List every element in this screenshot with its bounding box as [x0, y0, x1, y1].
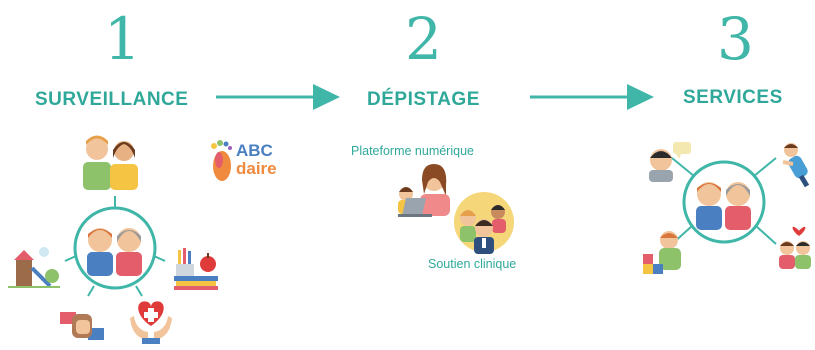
heart-hands-icon	[130, 301, 172, 344]
playground-icon	[8, 247, 60, 288]
books-icon	[174, 248, 218, 290]
step-3-number: 3	[717, 5, 754, 73]
footprint-icon	[211, 140, 232, 181]
parents-icon	[83, 135, 138, 190]
speech-child-icon	[649, 142, 691, 182]
handshake-icon	[60, 312, 104, 340]
blocks-child-icon	[643, 231, 681, 274]
cartwheel-child-icon	[782, 143, 810, 188]
clinical-label: Soutien clinique	[428, 257, 517, 271]
laptop-mother-icon	[398, 164, 450, 217]
step-2-number: 2	[405, 5, 442, 73]
step-2-title: DÉPISTAGE	[367, 89, 480, 110]
arrow-1-icon	[216, 84, 340, 110]
platform-label: Plateforme numérique	[351, 144, 474, 158]
clinician-team-icon	[454, 192, 514, 254]
group-children-icon	[779, 226, 811, 269]
step-3-title: SERVICES	[683, 87, 783, 108]
logo-line-1: ABC	[236, 141, 273, 160]
family-circle-icon	[64, 196, 166, 297]
group-children-circle-icon	[671, 157, 777, 245]
arrow-2-icon	[530, 84, 654, 110]
step-1-number: 1	[104, 5, 141, 73]
step-1-title: SURVEILLANCE	[35, 89, 189, 110]
logo-line-2: daire	[236, 159, 277, 178]
